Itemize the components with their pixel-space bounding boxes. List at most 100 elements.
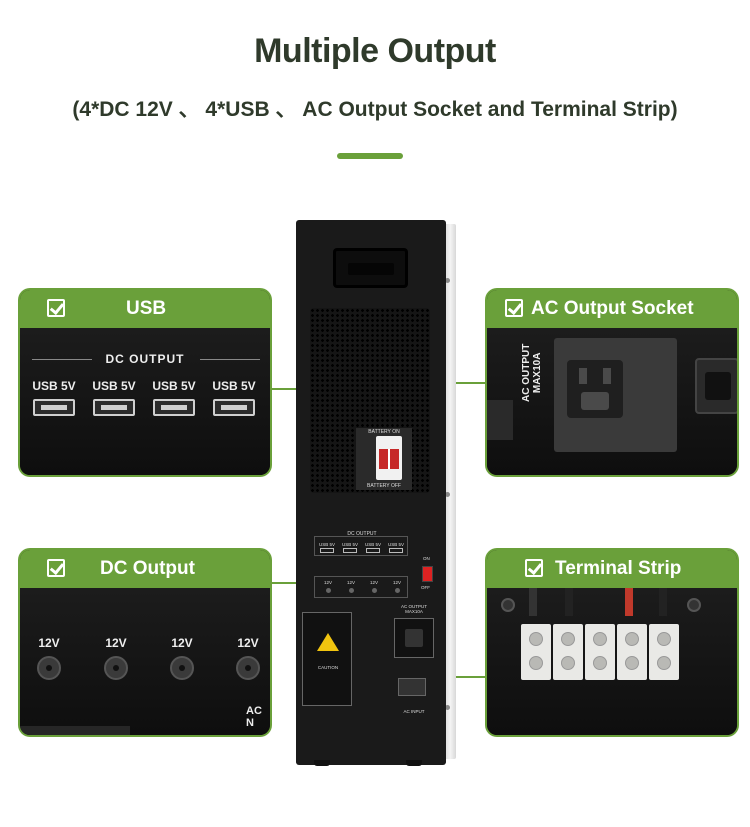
- device-dc-output-label: DC OUTPUT: [347, 531, 377, 537]
- dc-jack-icon: [170, 656, 194, 680]
- terminal-strip-callout-header: Terminal Strip: [487, 550, 737, 588]
- caution-label: CAUTION: [317, 665, 339, 670]
- terminal-block: [521, 624, 551, 680]
- usb-port: USB 5V: [26, 379, 82, 416]
- usb-port-label: USB 5V: [32, 379, 76, 393]
- dc-port-label: 12V: [171, 636, 193, 650]
- breaker-toggle: [379, 449, 399, 469]
- usb-port-label: USB 5V: [152, 379, 196, 393]
- terminal-cover: CAUTION: [302, 612, 352, 706]
- device-usb-port: USB 5V: [364, 542, 382, 554]
- device-dc-port: 12V: [319, 580, 337, 593]
- wire-black: [565, 588, 573, 616]
- dc-port: 12V: [162, 636, 202, 680]
- battery-breaker: BATTERY ON BATTERY OFF: [356, 428, 412, 490]
- usb-port-icon: [93, 399, 135, 416]
- ac-side-block: [487, 400, 513, 440]
- dc-port: 12V: [228, 636, 268, 680]
- device-ac-input-label: AC INPUT: [403, 709, 425, 714]
- ac-socket-callout: AC Output Socket AC OUTPUT MAX10A: [487, 290, 737, 475]
- page-title: Multiple Output: [254, 32, 496, 70]
- breaker-switch: [376, 436, 402, 480]
- dc-port: 12V: [96, 636, 136, 680]
- mount-hole-icon: [501, 598, 515, 612]
- terminal-strip-callout-photo: [487, 588, 737, 735]
- dc-output-label: DC OUTPUT: [105, 352, 185, 366]
- checkbox-icon: [505, 299, 523, 317]
- usb-port: USB 5V: [86, 379, 142, 416]
- wire-red: [625, 588, 633, 616]
- dc-bottom-plate: [20, 726, 130, 735]
- terminal-block: [649, 624, 679, 680]
- terminal-block: [553, 624, 583, 680]
- device-front-panel: BATTERY ON BATTERY OFF DC OUTPUT USB 5V …: [296, 220, 446, 766]
- device-ac-output-label: AC OUTPUT MAX10A: [400, 604, 427, 614]
- ac-socket-callout-title: AC Output Socket: [531, 298, 694, 319]
- device-foot: [406, 760, 422, 766]
- breaker-top-label: BATTERY ON: [368, 429, 400, 435]
- accent-divider: [337, 153, 403, 159]
- ac-socket-plate: [554, 338, 677, 452]
- power-inverter-device: BATTERY ON BATTERY OFF DC OUTPUT USB 5V …: [296, 220, 456, 766]
- device-dc-port: 12V: [342, 580, 360, 593]
- device-usb-label: USB 5V: [364, 542, 381, 547]
- dc-port: 12V: [29, 636, 69, 680]
- usb-port-icon: [213, 399, 255, 416]
- ac-socket-icon: [567, 360, 623, 418]
- usb-callout-header: USB: [20, 290, 270, 328]
- terminal-block: [585, 624, 615, 680]
- screw-icon: [445, 492, 450, 497]
- device-dc-panel: 12V 12V 12V 12V: [314, 576, 408, 598]
- dc-port-label: 12V: [105, 636, 127, 650]
- device-dc-port: 12V: [365, 580, 383, 593]
- ac-socket-callout-header: AC Output Socket: [487, 290, 737, 328]
- device-usb-panel: DC OUTPUT USB 5V USB 5V USB 5V USB 5V: [314, 531, 408, 556]
- breaker-bottom-label: BATTERY OFF: [367, 483, 401, 489]
- device-foot: [314, 760, 330, 766]
- usb-callout-title: USB: [126, 298, 167, 319]
- usb-port: USB 5V: [206, 379, 262, 416]
- device-usb-label: USB 5V: [341, 542, 358, 547]
- device-usb-label: USB 5V: [318, 542, 335, 547]
- terminal-block: [617, 624, 647, 680]
- usb-callout: USB DC OUTPUT USB 5V USB 5V USB 5V USB 5…: [20, 290, 270, 475]
- dc-jack-icon: [104, 656, 128, 680]
- dc-output-callout-photo: 12V 12V 12V 12V AC N: [20, 588, 270, 735]
- screw-icon: [445, 705, 450, 710]
- dc-jack-icon: [37, 656, 61, 680]
- mount-hole-icon: [687, 598, 701, 612]
- page-subtitle: (4*DC 12V 、 4*USB 、 AC Output Socket and…: [72, 98, 678, 121]
- terminal-strip-callout-title: Terminal Strip: [555, 558, 682, 579]
- usb-port-label: USB 5V: [212, 379, 256, 393]
- ac-socket-callout-photo: AC OUTPUT MAX10A: [487, 328, 737, 475]
- carry-handle: [333, 248, 408, 288]
- device-ac-socket: [394, 618, 434, 658]
- screw-icon: [445, 278, 450, 283]
- rule-right: [200, 359, 260, 360]
- device-ac-inlet: [398, 678, 426, 696]
- device-usb-port: USB 5V: [387, 542, 405, 554]
- switch-off-label: OFF: [421, 585, 430, 590]
- rule-left: [32, 359, 92, 360]
- dc-connector-line: [268, 582, 320, 584]
- dc-jack-icon: [236, 656, 260, 680]
- ac-inlet-icon: [695, 358, 737, 414]
- usb-port-icon: [153, 399, 195, 416]
- device-usb-port: USB 5V: [341, 542, 359, 554]
- handle-grip: [348, 263, 394, 275]
- dc-port-label: 12V: [237, 636, 259, 650]
- wire-black: [529, 588, 537, 616]
- checkbox-icon: [47, 299, 65, 317]
- terminal-strip-callout: Terminal Strip: [487, 550, 737, 735]
- warning-icon: [317, 633, 339, 651]
- checkbox-icon: [47, 559, 65, 577]
- power-switch: [422, 566, 433, 582]
- dc-output-callout-title: DC Output: [100, 558, 195, 579]
- checkbox-icon: [525, 559, 543, 577]
- dc-output-callout-header: DC Output: [20, 550, 270, 588]
- switch-on-label: ON: [423, 556, 430, 561]
- dc-port-label: 12V: [38, 636, 60, 650]
- dc-edge-text: AC N: [246, 705, 262, 729]
- dc-output-callout: DC Output 12V 12V 12V 12V AC N: [20, 550, 270, 735]
- device-usb-label: USB 5V: [387, 542, 404, 547]
